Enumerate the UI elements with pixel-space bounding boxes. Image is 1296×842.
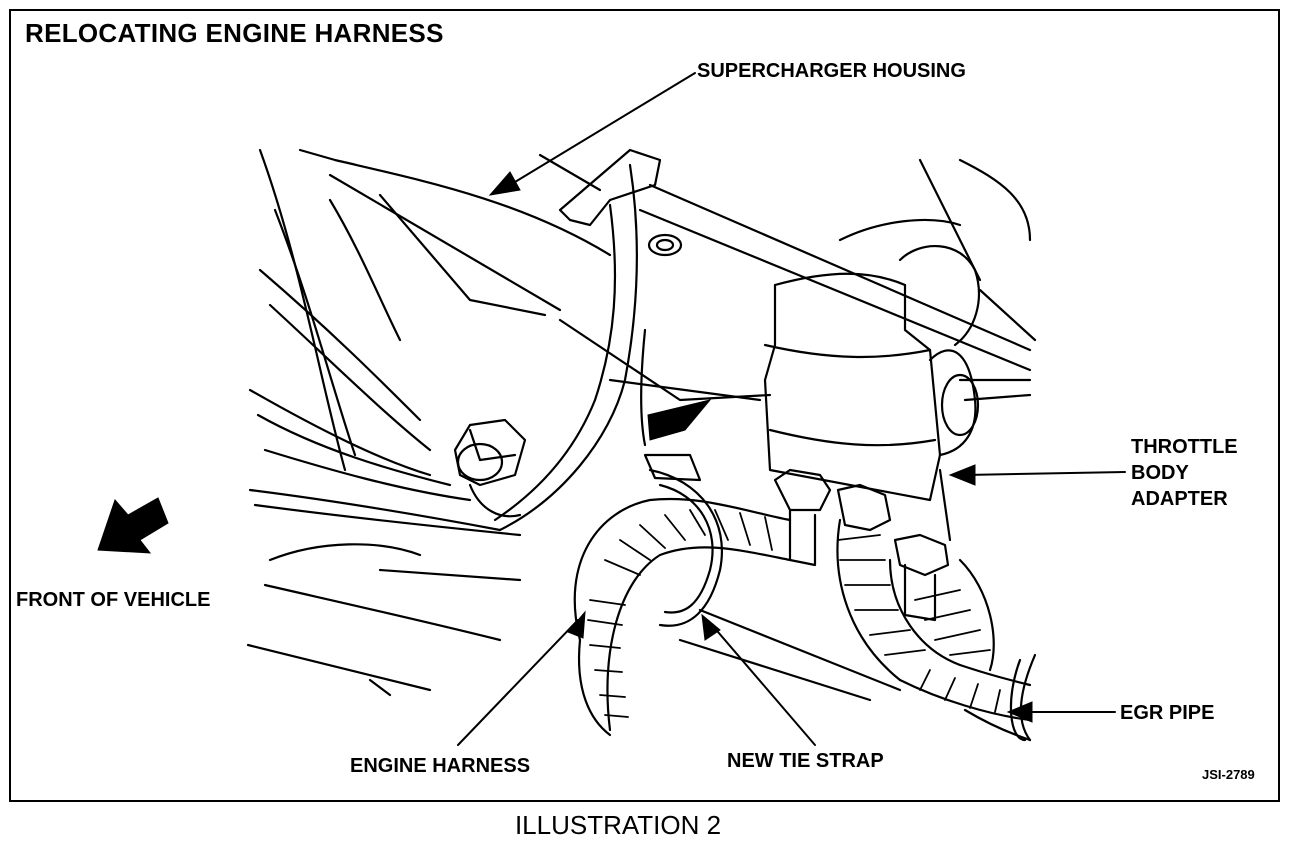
arrowhead-throttle <box>948 464 976 486</box>
leader-lines <box>457 72 1126 746</box>
arrowhead-supercharger <box>488 171 521 196</box>
adapter-bolts <box>773 468 950 622</box>
label-new-tie-strap: NEW TIE STRAP <box>727 750 884 772</box>
engine-block-left <box>246 148 612 697</box>
figure-caption-wrapper: ILLUSTRATION 2 <box>0 810 1296 841</box>
arrowhead-tie-strap <box>701 613 721 641</box>
figure-code: JSI-2789 <box>1202 767 1255 782</box>
supercharger-bracket <box>493 148 1032 532</box>
figure-title: RELOCATING ENGINE HARNESS <box>25 18 444 48</box>
figure-frame <box>9 9 1280 802</box>
label-egr-pipe: EGR PIPE <box>1120 702 1215 724</box>
label-throttle-line-2: BODY <box>1131 462 1189 484</box>
label-throttle-body-adapter: THROTTLE BODY ADAPTER <box>1131 434 1238 512</box>
throttle-body-adapter <box>763 158 1037 542</box>
label-throttle-line-1: THROTTLE <box>1131 436 1238 458</box>
tie-strap <box>643 453 723 627</box>
shadow-wedge <box>647 399 712 441</box>
label-engine-harness: ENGINE HARNESS <box>350 755 531 777</box>
front-direction-arrow-icon <box>97 497 169 554</box>
figure-caption: ILLUSTRATION 2 <box>514 810 722 840</box>
label-supercharger-housing: SUPERCHARGER HOUSING <box>697 60 966 82</box>
egr-pipe <box>963 653 1037 742</box>
label-throttle-line-3: ADAPTER <box>1131 488 1228 510</box>
label-front-of-vehicle: FRONT OF VEHICLE <box>16 589 211 611</box>
arrowhead-egr <box>1006 701 1033 723</box>
bracket-bolt <box>453 418 527 518</box>
arrowhead-harness <box>567 610 586 639</box>
engine-harness-loom <box>573 497 1032 742</box>
